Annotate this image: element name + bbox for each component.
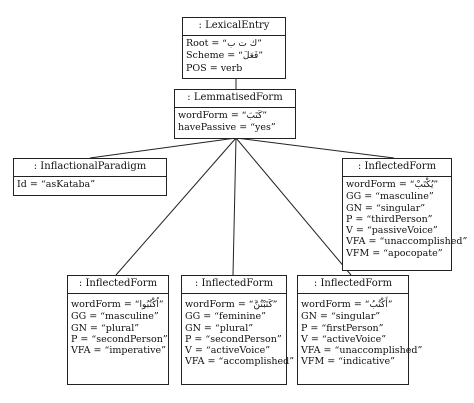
inflected-form-right-vfm: VFM = “apocopate” [346, 247, 443, 259]
inflected-form-1-p: P = “secondPerson” [71, 333, 168, 345]
inflected-form-1-gn: GN = “plural” [71, 322, 140, 334]
inflected-form-2-wordform: wordForm = “كَتَبْتُنَّ” [185, 299, 278, 310]
inflected-form-3-p: P = “firstPerson” [301, 322, 384, 334]
lemmatised-form-box: : LemmatisedForm wordForm = “كَتَبَ” hav… [174, 89, 296, 139]
inflected-form-1-vfa: VFA = “imperative” [71, 345, 166, 357]
inflected-form-3-wordform: wordForm = “أَكْتُبُ” [301, 299, 393, 310]
inflected-form-2-vfa: VFA = “accomplished” [185, 356, 295, 368]
inflected-form-1-wordform: wordForm = “اُكْتُبُوا” [71, 299, 164, 310]
inflectional-paradigm-id: Id = “asKataba” [17, 179, 96, 190]
inflected-form-right-vfa: VFA = “unaccomplished” [346, 236, 468, 248]
inflected-form-2-gn: GN = “plural” [185, 322, 254, 334]
lexical-entry-scheme: Scheme = “فَعَلَ” [186, 50, 264, 62]
link-lemmatised-to-paradigm [89, 137, 237, 159]
lemmatised-form-title: : LemmatisedForm [175, 90, 295, 108]
lexical-entry-title: : LexicalEntry [183, 18, 285, 36]
inflected-form-right-v: V = “passiveVoice” [346, 225, 438, 237]
lemmatised-form-wordform: wordForm = “كَتَبَ” [178, 110, 268, 121]
lexical-entry-pos: POS = verb [186, 62, 243, 74]
lexical-entry-box: : LexicalEntry Root = “ك ت ب” Scheme = “… [182, 17, 286, 79]
inflected-form-3-vfa: VFA = “unaccomplished” [301, 345, 423, 357]
inflected-form-3-title: : InflectedForm [298, 276, 408, 294]
inflected-form-right-title: : InflectedForm [343, 159, 451, 177]
inflected-form-right-gn: GN = “singular” [346, 202, 426, 214]
inflected-form-2-title: : InflectedForm [182, 276, 286, 294]
lexical-entry-root: Root = “ك ت ب” [186, 38, 262, 49]
inflected-form-2-gg: GG = “feminine” [185, 311, 266, 323]
inflected-form-1-gg: GG = “masculine” [71, 311, 159, 323]
inflected-form-right-wordform: wordForm = “يُكْتَبْ” [346, 179, 439, 190]
inflected-form-3-v: V = “activeVoice” [301, 333, 387, 345]
link-lemmatised-to-inflected-right [235, 137, 395, 159]
link-lemmatised-to-inflected-1 [115, 137, 237, 276]
link-lemmatised-to-inflected-2 [232, 137, 237, 276]
lemmatised-form-havepassive: havePassive = “yes” [178, 122, 276, 134]
link-lemmatised-to-inflected-3 [235, 137, 352, 276]
inflected-form-right-box: : InflectedForm wordForm = “يُكْتَبْ” GG… [342, 158, 468, 271]
inflected-form-2-v: V = “activeVoice” [185, 345, 271, 357]
inflected-form-right-gg: GG = “masculine” [346, 191, 434, 203]
inflected-form-2-p: P = “secondPerson” [185, 333, 282, 345]
inflected-form-1-title: : InflectedForm [68, 276, 168, 294]
inflected-form-right-p: P = “thirdPerson” [346, 213, 433, 225]
inflected-form-3-vfm: VFM = “indicative” [301, 356, 395, 368]
inflected-form-2-box: : InflectedForm wordForm = “كَتَبْتُنَّ”… [181, 275, 295, 385]
inflectional-paradigm-box: : InflactionalParadigm Id = “asKataba” [13, 158, 167, 196]
inflected-form-3-box: : InflectedForm wordForm = “أَكْتُبُ” GN… [297, 275, 423, 385]
inflected-form-3-gn: GN = “singular” [301, 311, 381, 323]
inflectional-paradigm-title: : InflactionalParadigm [14, 159, 166, 177]
inflected-form-1-box: : InflectedForm wordForm = “اُكْتُبُوا” … [67, 275, 169, 385]
